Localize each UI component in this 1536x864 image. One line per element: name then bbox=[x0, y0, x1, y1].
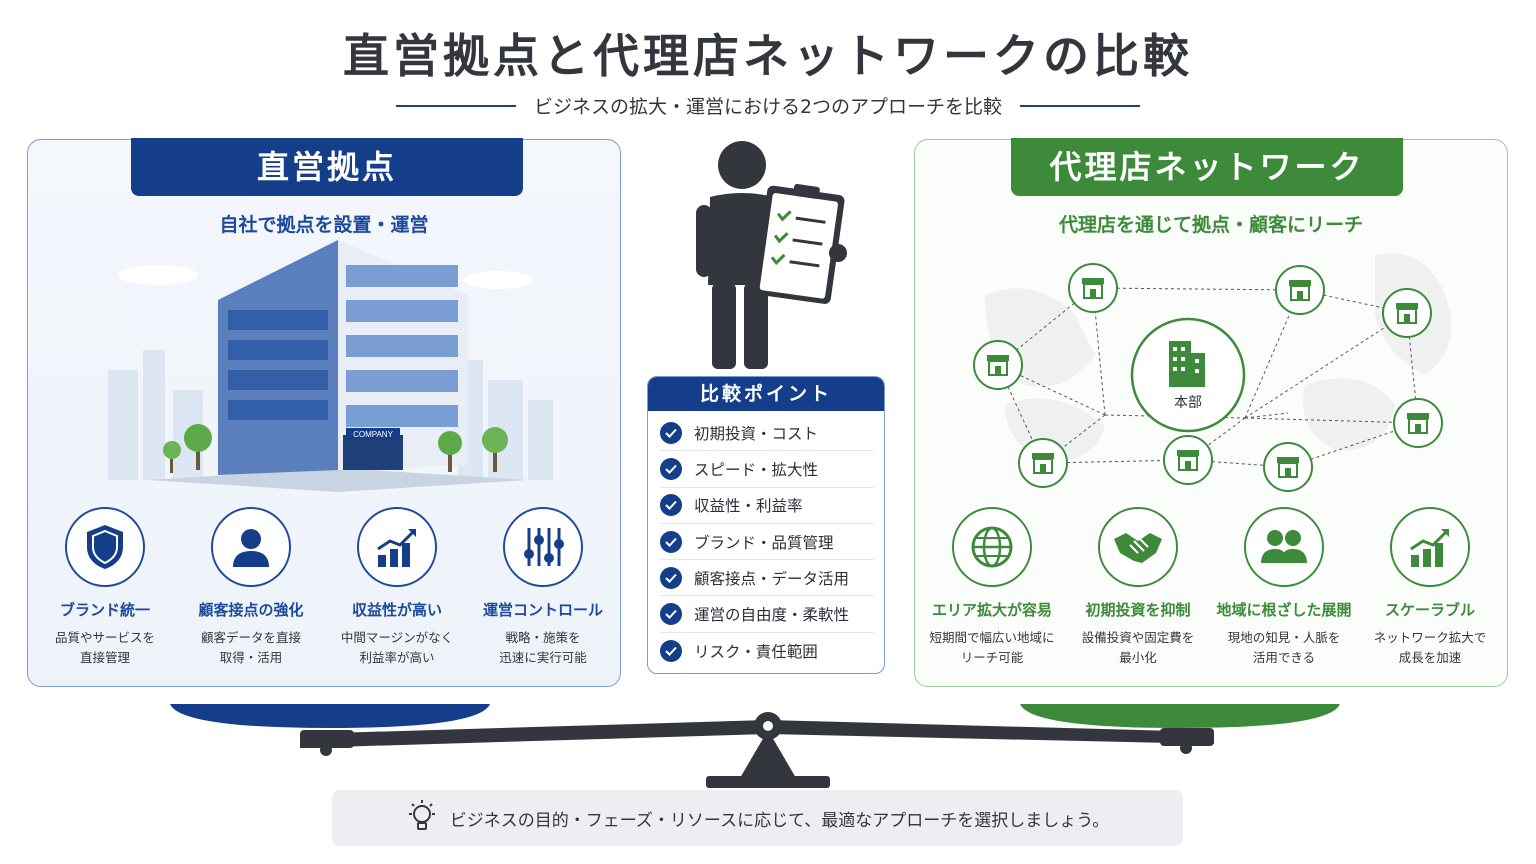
feature-desc: 顧客データを直接 取得・活用 bbox=[200, 630, 301, 665]
check-icon bbox=[660, 494, 682, 517]
direct-store-header: 直営拠点 bbox=[131, 138, 523, 196]
store-icon bbox=[1275, 265, 1325, 315]
page-title: 直営拠点と代理店ネットワークの比較 bbox=[343, 29, 1193, 83]
direct-store-features: ブランド統一 品質やサービスを 直接管理 顧客接点の強化 顧客データを直接 取得… bbox=[28, 507, 620, 668]
handshake-icon bbox=[1098, 507, 1178, 587]
page-subtitle: ビジネスの拡大・運営における2つのアプローチを比較 bbox=[533, 96, 1003, 118]
feature-title: 顧客接点の強化 bbox=[198, 601, 304, 619]
feature-desc: 現地の知見・人脈を 活用できる bbox=[1227, 630, 1341, 665]
list-item: 収益性・利益率 bbox=[660, 488, 874, 524]
feature-desc: 中間マージンがなく 利益率が高い bbox=[340, 630, 454, 665]
store-icon bbox=[1263, 442, 1313, 492]
shield-icon bbox=[65, 507, 145, 587]
feature-title: 初期投資を抑制 bbox=[1085, 601, 1191, 619]
feature-title: 運営コントロール bbox=[482, 601, 603, 619]
comparison-points-list: 初期投資・コスト スピード・拡大性 収益性・利益率 ブランド・品質管理 顧客接点… bbox=[648, 411, 884, 669]
footer-text: ビジネスの目的・フェーズ・リソースに応じて、最適なアプローチを選択しましょう。 bbox=[449, 810, 1110, 831]
hub-label: 本部 bbox=[1174, 395, 1202, 411]
list-item-label: スピード・拡大性 bbox=[694, 460, 819, 479]
agency-network-header: 代理店ネットワーク bbox=[1011, 138, 1403, 196]
footer-tip: ビジネスの目的・フェーズ・リソースに応じて、最適なアプローチを選択しましょう。 bbox=[332, 790, 1183, 846]
check-icon bbox=[660, 457, 682, 480]
store-nodes bbox=[973, 263, 1443, 492]
list-item-label: 収益性・利益率 bbox=[694, 497, 803, 516]
check-icon bbox=[660, 530, 682, 553]
subtitle-divider-right bbox=[1020, 104, 1141, 107]
list-item: 初期投資・コスト bbox=[660, 415, 874, 452]
list-item-label: ブランド・品質管理 bbox=[694, 533, 834, 552]
list-item: リスク・責任範囲 bbox=[660, 633, 874, 669]
feature-title: ブランド統一 bbox=[59, 601, 150, 619]
feature-desc: 戦略・施策を 迅速に実行可能 bbox=[499, 630, 587, 665]
list-item-label: リスク・責任範囲 bbox=[694, 642, 818, 661]
feature-local-rooted: 地域に根ざした展開 現地の知見・人脈を 活用できる bbox=[1214, 507, 1354, 668]
list-item-label: 初期投資・コスト bbox=[694, 424, 819, 443]
agency-network-subtitle: 代理店を通じて拠点・顧客にリーチ bbox=[1058, 214, 1363, 236]
person-icon bbox=[211, 507, 291, 587]
agency-network-panel: 代理店ネットワーク 代理店を通じて拠点・顧客にリーチ bbox=[914, 138, 1508, 687]
list-item: 顧客接点・データ活用 bbox=[660, 560, 874, 597]
list-item-label: 顧客接点・データ活用 bbox=[694, 569, 850, 588]
feature-desc: 品質やサービスを 直接管理 bbox=[54, 630, 155, 665]
feature-title: スケーラブル bbox=[1384, 601, 1475, 619]
feature-desc: ネットワーク拡大で 成長を加速 bbox=[1373, 630, 1487, 665]
feature-low-investment: 初期投資を抑制 設備投資や固定費を 最小化 bbox=[1068, 507, 1208, 668]
check-icon bbox=[660, 603, 682, 626]
feature-brand-unity: ブランド統一 品質やサービスを 直接管理 bbox=[35, 507, 175, 668]
growth-chart-icon bbox=[1390, 507, 1470, 587]
feature-desc: 設備投資や固定費を 最小化 bbox=[1081, 630, 1195, 665]
check-icon bbox=[660, 421, 682, 444]
feature-scalable: スケーラブル ネットワーク拡大で 成長を加速 bbox=[1360, 507, 1500, 668]
people-icon bbox=[1244, 507, 1324, 587]
agency-network-features: エリア拡大が容易 短期間で幅広い地域に リーチ可能 初期投資を抑制 設備投資や固… bbox=[915, 507, 1507, 668]
feature-title: エリア拡大が容易 bbox=[931, 601, 1052, 619]
office-building-illustration: COMPANY bbox=[108, 240, 553, 492]
lightbulb-icon bbox=[406, 799, 438, 838]
trees bbox=[163, 424, 508, 473]
feature-title: 地域に根ざした展開 bbox=[1216, 601, 1352, 619]
globe-icon bbox=[952, 507, 1032, 587]
feature-high-profit: 収益性が高い 中間マージンがなく 利益率が高い bbox=[327, 507, 467, 668]
subtitle-row: ビジネスの拡大・運営における2つのアプローチを比較 bbox=[0, 92, 1536, 119]
subtitle-divider-left bbox=[395, 104, 516, 107]
hub-node: 本部 bbox=[1130, 317, 1246, 433]
sliders-icon bbox=[503, 507, 583, 587]
direct-store-panel: 直営拠点 自社で拠点を設置・運営 bbox=[27, 138, 621, 687]
store-icon bbox=[1382, 288, 1432, 338]
growth-chart-icon bbox=[357, 507, 437, 587]
balance-scale-illustration bbox=[170, 704, 1340, 788]
person-with-clipboard-icon bbox=[696, 141, 847, 369]
store-icon bbox=[973, 340, 1023, 390]
store-icon bbox=[1068, 263, 1118, 313]
feature-desc: 短期間で幅広い地域に リーチ可能 bbox=[929, 630, 1055, 665]
right-scale-pan bbox=[1020, 704, 1340, 728]
list-item-label: 運営の自由度・柔軟性 bbox=[694, 606, 850, 625]
list-item: 運営の自由度・柔軟性 bbox=[660, 596, 874, 633]
list-item: ブランド・品質管理 bbox=[660, 524, 874, 561]
feature-area-expansion: エリア拡大が容易 短期間で幅広い地域に リーチ可能 bbox=[922, 507, 1062, 668]
check-icon bbox=[660, 639, 682, 662]
feature-customer-contact: 顧客接点の強化 顧客データを直接 取得・活用 bbox=[181, 507, 321, 668]
store-icon bbox=[1163, 435, 1213, 485]
building-sign: COMPANY bbox=[353, 430, 394, 439]
agency-network-diagram: 本部 bbox=[973, 253, 1452, 492]
store-icon bbox=[1393, 398, 1443, 448]
feature-control: 運営コントロール 戦略・施策を 迅速に実行可能 bbox=[473, 507, 613, 668]
store-icon bbox=[1018, 438, 1068, 488]
feature-title: 収益性が高い bbox=[351, 601, 442, 619]
comparison-points-box: 比較ポイント 初期投資・コスト スピード・拡大性 収益性・利益率 ブランド・品質… bbox=[647, 376, 885, 674]
check-icon bbox=[660, 566, 682, 589]
direct-store-subtitle: 自社で拠点を設置・運営 bbox=[219, 214, 429, 236]
list-item: スピード・拡大性 bbox=[660, 451, 874, 488]
comparison-points-header: 比較ポイント bbox=[648, 377, 884, 411]
left-scale-pan bbox=[170, 704, 490, 728]
